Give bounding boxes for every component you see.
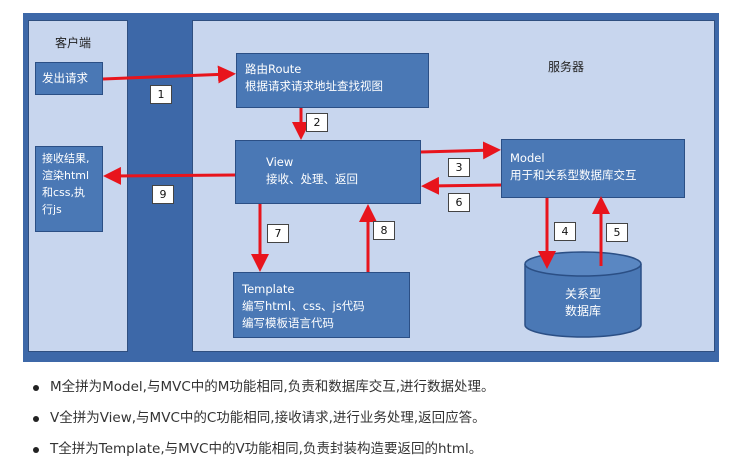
template-title: Template — [242, 282, 295, 296]
step-9: 9 — [152, 185, 174, 204]
bullet-text: T全拼为Template,与MVC中的V功能相同,负责封装构造要返回的html。 — [50, 441, 483, 457]
mvt-diagram: 客户端 服务器 发出请求 接收结果, 渲染html 和css,执 行js 路由R… — [23, 13, 719, 362]
model-box: Model 用于和关系型数据库交互 — [501, 139, 685, 198]
database-label-2: 数据库 — [564, 304, 601, 318]
server-title: 服务器 — [548, 60, 585, 74]
step-1: 1 — [150, 85, 172, 104]
route-box: 路由Route 根据请求请求地址查找视图 — [236, 53, 429, 108]
send-request-label: 发出请求 — [42, 71, 88, 85]
bullet-dot-icon — [33, 416, 39, 422]
model-title: Model — [510, 151, 545, 165]
view-title: View — [266, 155, 294, 169]
receive-line-1: 接收结果, — [42, 152, 90, 165]
receive-line-2: 渲染html — [42, 169, 90, 182]
step-6: 6 — [448, 193, 470, 212]
step-3: 3 — [448, 158, 470, 177]
route-title: 路由Route — [245, 62, 302, 76]
database-label-1: 关系型 — [564, 287, 601, 301]
bullet-dot-icon — [33, 385, 39, 391]
arrow-1 — [102, 65, 236, 84]
template-box: Template 编写html、css、js代码 编写模板语言代码 — [233, 272, 410, 338]
template-desc-1: 编写html、css、js代码 — [242, 299, 365, 313]
arrow-6 — [421, 176, 502, 195]
bullet-text: V全拼为View,与MVC中的C功能相同,接收请求,进行业务处理,返回应答。 — [50, 410, 486, 426]
receive-result-box: 接收结果, 渲染html 和css,执 行js — [35, 146, 103, 232]
bullet-text: M全拼为Model,与MVC中的M功能相同,负责和数据库交互,进行数据处理。 — [50, 379, 495, 395]
route-desc: 根据请求请求地址查找视图 — [245, 79, 383, 93]
list-item: V全拼为View,与MVC中的C功能相同,接收请求,进行业务处理,返回应答。 — [33, 403, 495, 434]
arrow-9 — [103, 166, 236, 185]
flow-arrows — [102, 65, 610, 272]
send-request-box: 发出请求 — [35, 62, 103, 95]
step-4: 4 — [554, 222, 576, 241]
step-8: 8 — [373, 221, 395, 240]
arrow-3 — [420, 141, 501, 160]
step-2: 2 — [306, 113, 328, 132]
step-7: 7 — [267, 224, 289, 243]
receive-line-3: 和css,执 — [42, 186, 86, 199]
bullet-dot-icon — [33, 447, 39, 453]
list-item: M全拼为Model,与MVC中的M功能相同,负责和数据库交互,进行数据处理。 — [33, 372, 495, 403]
client-title: 客户端 — [55, 36, 92, 50]
list-item: T全拼为Template,与MVC中的V功能相同,负责封装构造要返回的html。 — [33, 434, 495, 465]
view-box: View 接收、处理、返回 — [235, 140, 421, 204]
view-desc: 接收、处理、返回 — [266, 172, 358, 186]
explanation-list: M全拼为Model,与MVC中的M功能相同,负责和数据库交互,进行数据处理。 V… — [33, 372, 495, 465]
template-desc-2: 编写模板语言代码 — [242, 316, 334, 330]
model-desc: 用于和关系型数据库交互 — [510, 168, 637, 182]
receive-line-4: 行js — [42, 203, 62, 216]
step-5: 5 — [606, 223, 628, 242]
database-label: 关系型 数据库 — [523, 286, 643, 320]
